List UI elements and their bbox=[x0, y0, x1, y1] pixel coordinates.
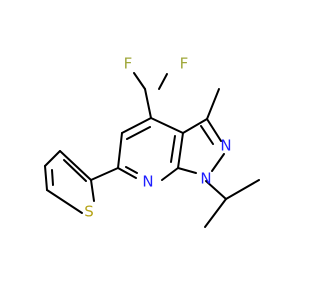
atom-labels: F F N N N S bbox=[84, 55, 231, 221]
fluorine-1-label: F bbox=[124, 55, 133, 73]
bond-c6-n7-inner bbox=[125, 166, 138, 174]
bond-th-c4-c3 bbox=[44, 150, 61, 167]
bond-c3-methyl bbox=[206, 88, 220, 120]
bond-th-c3-c2-inner bbox=[63, 159, 87, 182]
bond-c3a-c3 bbox=[182, 118, 208, 134]
bond-c3-n2-inner bbox=[200, 125, 214, 145]
bond-c3-n2 bbox=[206, 118, 222, 142]
bond-th-c5-c4 bbox=[44, 165, 48, 191]
bond-th-s-c5 bbox=[46, 189, 83, 214]
nitrogen-7-label: N bbox=[142, 173, 153, 191]
bond-n1-c7a bbox=[177, 167, 197, 174]
bond-isopropyl-me1 bbox=[225, 179, 260, 200]
bond-cf2 bbox=[158, 73, 168, 90]
bond-cf1 bbox=[133, 72, 146, 90]
fluorine-2-label: F bbox=[180, 55, 189, 73]
bond-th-c3-c2 bbox=[59, 150, 92, 181]
bond-c7a-c3a-inner bbox=[170, 135, 176, 163]
bond-n2-n1 bbox=[211, 153, 225, 172]
bond-th-c2-s bbox=[90, 179, 95, 202]
bond-c5-c6 bbox=[117, 132, 123, 169]
sulfur-label: S bbox=[84, 203, 94, 221]
bond-c4-c5-inner bbox=[126, 126, 151, 140]
bond-c6-thiophene bbox=[90, 167, 119, 181]
bond-n1-isopropyl bbox=[205, 180, 227, 200]
bond-c7a-c3a bbox=[177, 132, 184, 169]
bond-c4-c5 bbox=[121, 117, 152, 134]
bond-chf2-ring bbox=[144, 88, 152, 119]
bond-c6-n7 bbox=[117, 167, 137, 179]
bond-th-c5-c4-inner bbox=[51, 169, 54, 186]
molecule-diagram: F F N N N S bbox=[44, 55, 260, 228]
bond-n7-c7a bbox=[161, 167, 179, 181]
bond-c4-c3a bbox=[150, 117, 184, 134]
nitrogen-2-label: N bbox=[220, 137, 231, 155]
nitrogen-1-label: N bbox=[200, 170, 211, 188]
bonds bbox=[44, 72, 260, 228]
bond-isopropyl-me2 bbox=[204, 198, 227, 228]
